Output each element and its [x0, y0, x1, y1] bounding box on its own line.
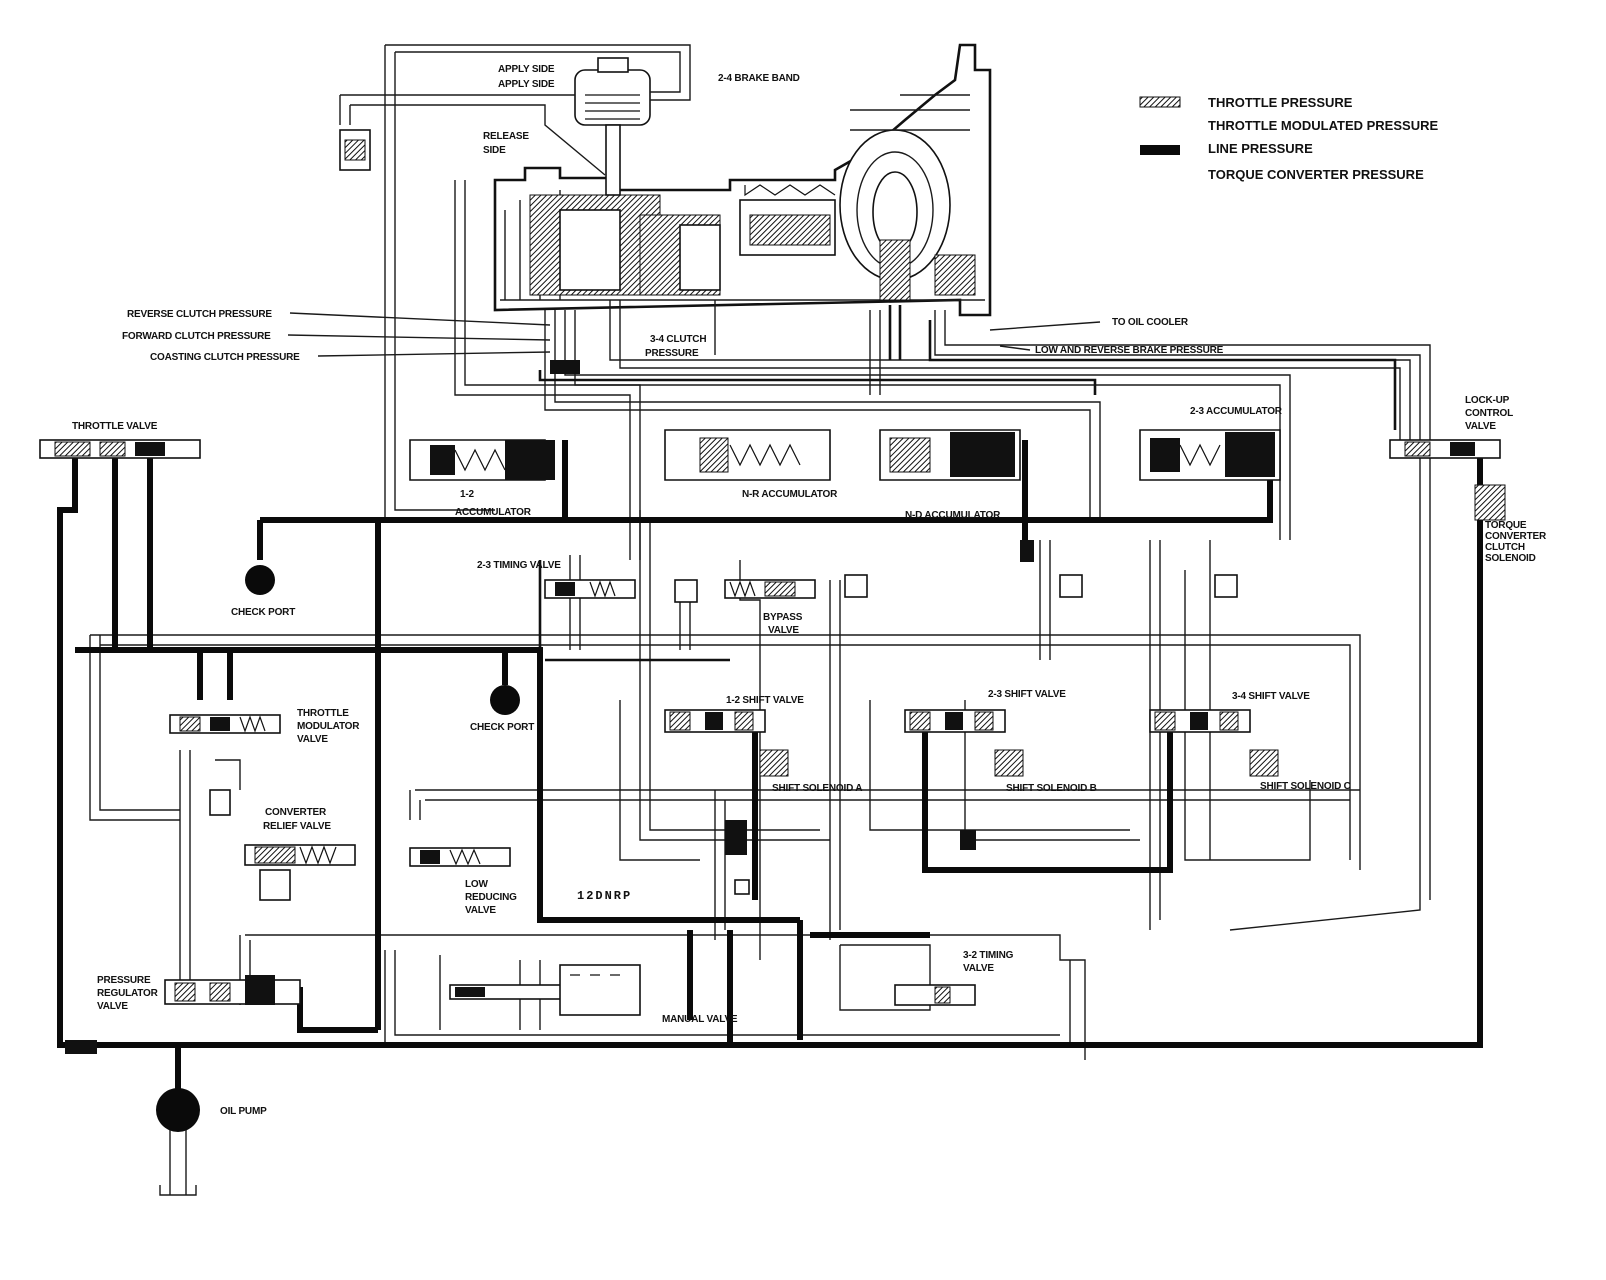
shift-valve-3-4[interactable]: [1149, 709, 1251, 733]
legend-swatch-throttle: [1139, 96, 1181, 108]
legend: THROTTLE PRESSURE THROTTLE MODULATED PRE…: [1139, 95, 1438, 182]
nd-accumulator[interactable]: [879, 429, 1021, 481]
label-press-reg-1: PRESSURE: [97, 975, 151, 986]
label-nr-accumulator: N-R ACCUMULATOR: [742, 489, 838, 500]
label-press-reg-3: VALVE: [97, 1001, 128, 1012]
small-check-valves: [550, 360, 1238, 850]
shift-solenoids[interactable]: [759, 749, 1279, 777]
label-low-red-1: LOW: [465, 879, 488, 890]
medium-lines: [538, 305, 1397, 662]
label-conv-relief-2: RELIEF VALVE: [263, 821, 331, 832]
label-apply-side-2: APPLY SIDE: [498, 79, 555, 90]
label-tcc-2: CONVERTER: [1485, 531, 1547, 542]
label-throttle-valve: THROTTLE VALVE: [72, 421, 158, 432]
nr-accumulator[interactable]: [664, 429, 831, 481]
labels: APPLY SIDE APPLY SIDE 2-4 BRAKE BAND REL…: [72, 64, 1547, 1117]
label-solenoid-c: SHIFT SOLENOID C: [1260, 781, 1351, 792]
label-bypass-2: VALVE: [768, 625, 799, 636]
accumulator-2-3[interactable]: [1139, 429, 1281, 481]
tcc-solenoid[interactable]: [1474, 484, 1506, 521]
filter-strainer: [65, 1040, 97, 1054]
label-34-clutch-1: 3-4 CLUTCH: [650, 334, 706, 345]
throttle-valve-body[interactable]: [39, 439, 201, 459]
label-timing-32-2: VALVE: [963, 963, 994, 974]
label-shift-23: 2-3 SHIFT VALVE: [988, 689, 1066, 700]
label-check-port-1: CHECK PORT: [231, 607, 295, 618]
manual-valve[interactable]: [449, 964, 641, 1016]
shift-valve-2-3[interactable]: [904, 709, 1006, 733]
label-reverse-clutch: REVERSE CLUTCH PRESSURE: [127, 309, 272, 320]
label-lockup-2: CONTROL: [1465, 408, 1513, 419]
label-low-red-2: REDUCING: [465, 892, 517, 903]
legend-throttle-pressure: THROTTLE PRESSURE: [1208, 95, 1353, 110]
label-solenoid-b: SHIFT SOLENOID B: [1006, 783, 1097, 794]
label-timing-23: 2-3 TIMING VALVE: [477, 560, 561, 571]
check-port-2-icon: [490, 685, 520, 715]
label-manual-valve: MANUAL VALVE: [662, 1014, 738, 1025]
label-acc-12-1: 1-2: [460, 489, 474, 500]
timing-valve-3-2[interactable]: [894, 984, 976, 1006]
legend-throttle-modulated-pressure: THROTTLE MODULATED PRESSURE: [1208, 118, 1438, 133]
label-oil-pump: OIL PUMP: [220, 1106, 267, 1117]
label-acc-23: 2-3 ACCUMULATOR: [1190, 406, 1283, 417]
label-34-clutch-2: PRESSURE: [645, 348, 699, 359]
label-throttle-mod-3: VALVE: [297, 734, 328, 745]
legend-swatch-line: [1140, 145, 1180, 155]
label-press-reg-2: REGULATOR: [97, 988, 159, 999]
label-tcc-4: SOLENOID: [1485, 553, 1536, 564]
label-brake-band: 2-4 BRAKE BAND: [718, 73, 800, 84]
throttle-modulator-valve[interactable]: [169, 714, 281, 734]
label-forward-clutch: FORWARD CLUTCH PRESSURE: [122, 331, 271, 342]
low-reducing-valve[interactable]: [409, 847, 511, 867]
bypass-valve[interactable]: [724, 579, 816, 599]
label-release-side-2: SIDE: [483, 145, 506, 156]
leader-lines: [287, 312, 1101, 357]
lockup-control-valve[interactable]: [1389, 439, 1501, 459]
line-pressure-lines: [57, 440, 1483, 1048]
converter-relief-valve[interactable]: [244, 844, 356, 901]
label-tcc-1: TORQUE: [1485, 520, 1527, 531]
pressure-regulator-valve[interactable]: [164, 975, 301, 1005]
label-oil-cooler: TO OIL COOLER: [1112, 317, 1189, 328]
accumulator-1-2[interactable]: [409, 439, 555, 481]
label-nd-accumulator: N-D ACCUMULATOR: [905, 510, 1001, 521]
label-conv-relief-1: CONVERTER: [265, 807, 327, 818]
legend-torque-converter-pressure: TORQUE CONVERTER PRESSURE: [1208, 167, 1424, 182]
label-apply-side-1: APPLY SIDE: [498, 64, 555, 75]
label-solenoid-a: SHIFT SOLENOID A: [772, 783, 862, 794]
label-shift-34: 3-4 SHIFT VALVE: [1232, 691, 1310, 702]
label-code: 12DNRP: [577, 889, 632, 903]
label-check-port-2: CHECK PORT: [470, 722, 534, 733]
label-lockup-3: VALVE: [1465, 421, 1496, 432]
label-low-reverse-brake: LOW AND REVERSE BRAKE PRESSURE: [1035, 345, 1224, 356]
label-tcc-3: CLUTCH: [1485, 542, 1525, 553]
label-release-side-1: RELEASE: [483, 131, 529, 142]
timing-valve-2-3[interactable]: [544, 579, 636, 599]
label-throttle-mod-2: MODULATOR: [297, 721, 360, 732]
label-shift-12: 1-2 SHIFT VALVE: [726, 695, 804, 706]
clutch-servo-small: [209, 129, 750, 895]
thin-lines: [89, 44, 1431, 1060]
label-low-red-3: VALVE: [465, 905, 496, 916]
check-port-1-icon: [245, 565, 275, 595]
label-timing-32-1: 3-2 TIMING: [963, 950, 1014, 961]
label-lockup-1: LOCK-UP: [1465, 395, 1510, 406]
label-coasting-clutch: COASTING CLUTCH PRESSURE: [150, 352, 300, 363]
legend-line-pressure: LINE PRESSURE: [1208, 141, 1313, 156]
shift-valve-1-2[interactable]: [664, 709, 766, 733]
oil-pump-icon: [156, 1045, 200, 1196]
transmission-cutaway: [493, 43, 992, 317]
label-bypass-1: BYPASS: [763, 612, 803, 623]
label-throttle-mod-1: THROTTLE: [297, 708, 349, 719]
label-acc-12-2: ACCUMULATOR: [455, 507, 532, 518]
